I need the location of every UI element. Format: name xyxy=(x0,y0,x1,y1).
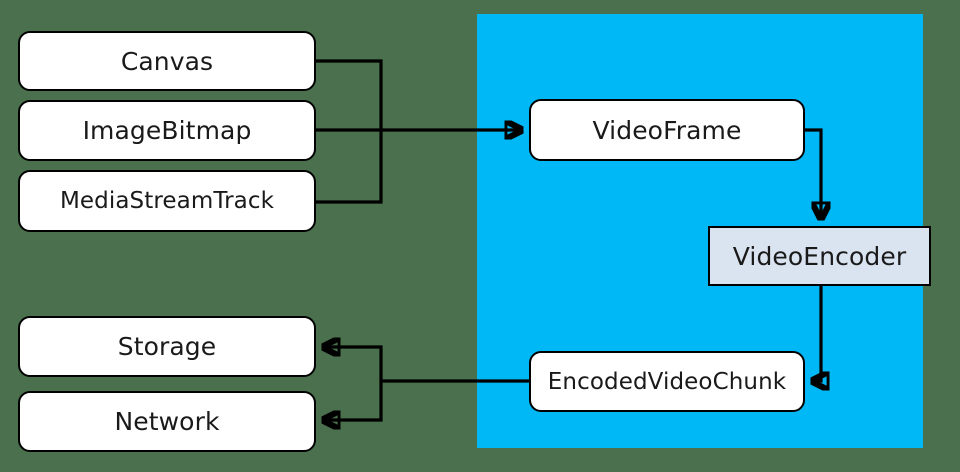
node-imagebitmap[interactable]: ImageBitmap xyxy=(18,100,316,161)
node-encodedvideochunk[interactable]: EncodedVideoChunk xyxy=(529,351,805,412)
node-network[interactable]: Network xyxy=(18,391,316,452)
edge-mediastreamtrack-to-videoframe xyxy=(316,130,383,204)
node-canvas[interactable]: Canvas xyxy=(18,31,316,91)
edge-canvas-to-videoframe xyxy=(316,59,383,130)
edge-chunk-to-storage xyxy=(323,347,383,381)
node-videoencoder[interactable]: VideoEncoder xyxy=(708,226,931,286)
node-videoframe[interactable]: VideoFrame xyxy=(529,99,805,161)
node-mediastreamtrack[interactable]: MediaStreamTrack xyxy=(18,170,316,232)
edge-chunk-to-network xyxy=(323,381,383,420)
node-storage[interactable]: Storage xyxy=(18,316,316,377)
